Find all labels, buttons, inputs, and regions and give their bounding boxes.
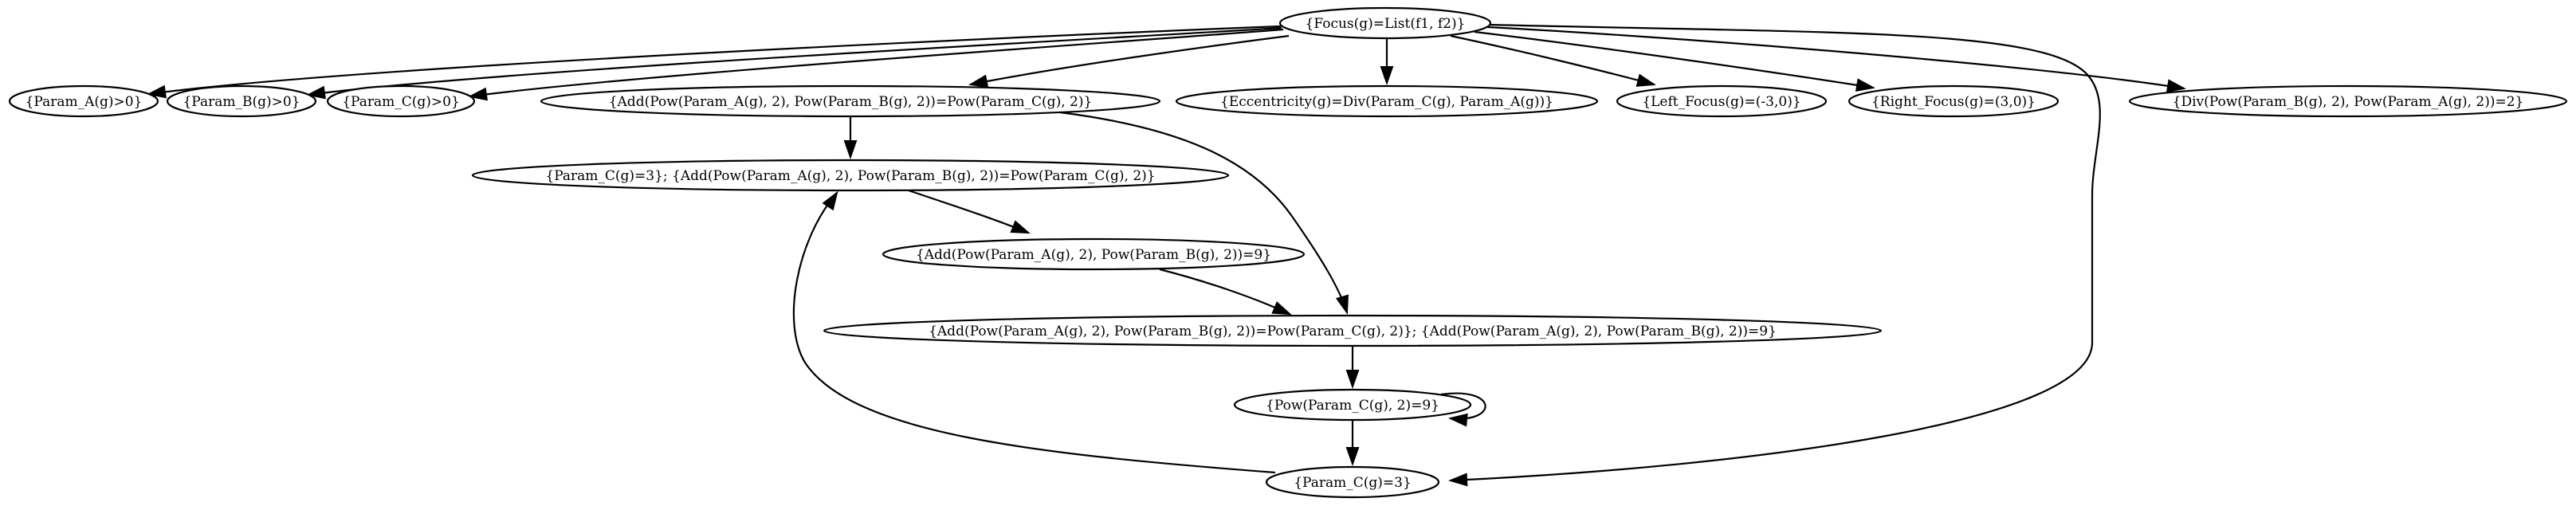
node-ellipse	[2128, 84, 2568, 118]
node-ellipse	[8, 84, 159, 118]
edge-n0-to-n3	[468, 28, 1284, 101]
edge-line	[1486, 25, 2185, 90]
node-ellipse	[1278, 6, 1492, 40]
arrowhead-icon	[843, 140, 858, 160]
arrowhead-icon	[1345, 370, 1360, 390]
edge-line	[308, 26, 1282, 96]
nodes-layer: {Focus(g)=List(f1, f2)} {Param_A(g)>0} {Pa…	[8, 6, 2568, 499]
edge-line	[1450, 23, 2101, 482]
edge-n0-to-n2	[306, 26, 1282, 100]
arrowhead-icon	[1380, 66, 1394, 86]
node-ellipse	[540, 84, 1161, 118]
arrowhead-icon	[1447, 413, 1468, 427]
arrowhead-icon	[1010, 220, 1031, 234]
edge-n0-to-n1	[147, 25, 1282, 99]
graph-node-n12: {Pow(Param_C(g), 2)=9}	[1233, 388, 1472, 422]
arrowhead-icon	[822, 190, 838, 211]
edge-n0-to-n5	[1380, 38, 1394, 86]
edge-line	[1159, 268, 1290, 316]
node-ellipse	[1265, 465, 1440, 499]
arrowhead-icon	[1335, 294, 1349, 315]
edge-line	[970, 34, 1290, 86]
node-label: {Left_Focus(g)=(-3,0)}	[1642, 94, 1800, 110]
arrowhead-icon	[1636, 73, 1656, 87]
node-label: {Pow(Param_C(g), 2)=9}	[1266, 398, 1439, 414]
arrowhead-icon	[2166, 79, 2186, 92]
edge-line	[792, 192, 1276, 474]
edge-n12-to-n13	[1345, 420, 1360, 467]
edge-n0-to-n13	[1447, 23, 2101, 487]
node-label: {Add(Pow(Param_A(g), 2), Pow(Param_B(g),…	[929, 324, 1777, 339]
node-label: {Add(Pow(Param_A(g), 2), Pow(Param_B(g),…	[916, 247, 1271, 263]
edge-n12-to-n12	[1440, 392, 1486, 427]
node-ellipse	[823, 314, 1883, 347]
edge-line	[1450, 34, 1655, 86]
edge-line	[469, 28, 1284, 98]
edge-line	[1474, 30, 1874, 89]
arrowhead-icon	[1271, 301, 1292, 316]
node-ellipse	[166, 84, 317, 118]
arrowhead-icon	[968, 74, 989, 88]
node-label: {Param_C(g)=3}; {Add(Pow(Param_A(g), 2),…	[545, 168, 1155, 184]
edges-layer	[147, 23, 2186, 487]
edge-line	[1059, 111, 1349, 313]
graph-node-n7: {Right_Focus(g)=(3,0)}	[1848, 84, 2060, 118]
arrowhead-icon	[468, 87, 488, 101]
graph-node-n0: {Focus(g)=List(f1, f2)}	[1278, 6, 1492, 40]
edge-n4-to-n9	[843, 116, 858, 160]
node-ellipse	[1175, 84, 1599, 118]
edge-n13-to-n9	[792, 190, 1276, 474]
node-ellipse	[326, 84, 476, 118]
node-ellipse	[882, 237, 1306, 271]
graph-node-n9: {Param_C(g)=3}; {Add(Pow(Param_A(g), 2),…	[471, 159, 1230, 192]
edge-n11-to-n12	[1345, 346, 1360, 390]
edge-line	[148, 25, 1282, 96]
edge-n10-to-n11	[1159, 268, 1292, 316]
graph-node-n13: {Param_C(g)=3}	[1265, 465, 1440, 499]
arrowhead-icon	[306, 85, 326, 100]
edge-n0-to-n4	[968, 34, 1290, 88]
edge-n0-to-n6	[1450, 34, 1656, 87]
arrowhead-icon	[1855, 78, 1875, 92]
node-label: {Param_C(g)>0}	[342, 94, 460, 110]
graph-node-n5: {Eccentricity(g)=Div(Param_C(g), Param_A…	[1175, 84, 1599, 118]
arrowhead-icon	[1447, 473, 1468, 487]
graph-node-n4: {Add(Pow(Param_A(g), 2), Pow(Param_B(g),…	[540, 84, 1161, 118]
node-label: {Focus(g)=List(f1, f2)}	[1306, 16, 1466, 32]
graph-node-n11: {Add(Pow(Param_A(g), 2), Pow(Param_B(g),…	[823, 314, 1883, 347]
arrowhead-icon	[147, 84, 167, 99]
edge-n0-to-n8	[1486, 25, 2186, 92]
node-label: {Add(Pow(Param_A(g), 2), Pow(Param_B(g),…	[609, 94, 1093, 110]
node-label: {Eccentricity(g)=Div(Param_C(g), Param_A…	[1220, 94, 1553, 110]
graph-node-n10: {Add(Pow(Param_A(g), 2), Pow(Param_B(g),…	[882, 237, 1306, 271]
graph-node-n6: {Left_Focus(g)=(-3,0)}	[1616, 84, 1828, 118]
node-label: {Param_B(g)>0}	[183, 94, 300, 110]
node-label: {Right_Focus(g)=(3,0)}	[1871, 94, 2036, 110]
arrowhead-icon	[1345, 447, 1360, 467]
graph-node-n1: {Param_A(g)>0}	[8, 84, 159, 118]
node-ellipse	[1233, 388, 1472, 422]
node-ellipse	[1616, 84, 1828, 118]
node-label: {Param_A(g)>0}	[26, 94, 143, 110]
edge-line	[908, 189, 1029, 234]
node-label: {Div(Pow(Param_B(g), 2), Pow(Param_A(g),…	[2173, 94, 2524, 110]
node-ellipse	[471, 159, 1230, 192]
edge-n4-to-n11	[1059, 111, 1349, 315]
edge-n0-to-n7	[1474, 30, 1875, 92]
graph-node-n8: {Div(Pow(Param_B(g), 2), Pow(Param_A(g),…	[2128, 84, 2568, 118]
edge-n9-to-n10	[908, 189, 1031, 234]
node-label: {Param_C(g)=3}	[1294, 475, 1412, 491]
graph-node-n2: {Param_B(g)>0}	[166, 84, 317, 118]
node-ellipse	[1848, 84, 2060, 118]
graph-node-n3: {Param_C(g)>0}	[326, 84, 476, 118]
